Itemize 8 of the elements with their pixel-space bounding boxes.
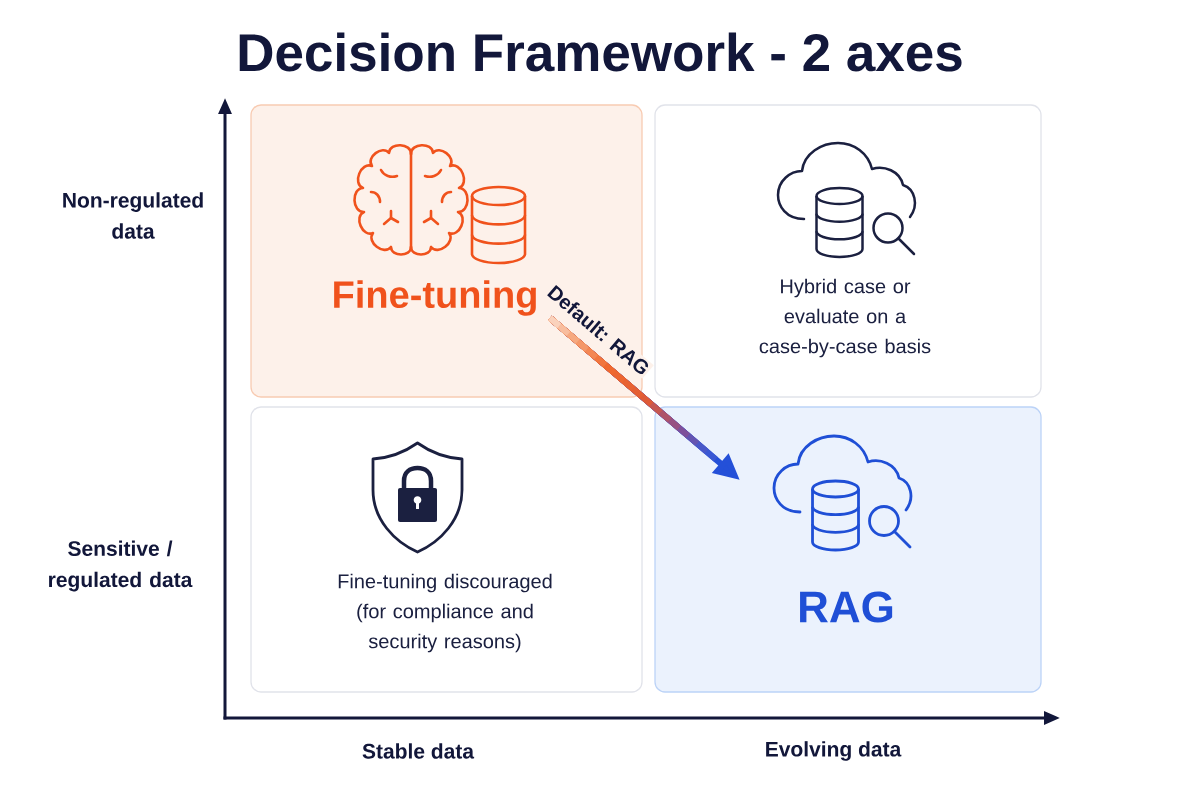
axis-label: Evolving data <box>766 741 902 761</box>
quadrant-box: Fine-tuning discouraged (for compliance and security reasons) <box>250 406 643 693</box>
axis-label: Non-regulated data <box>63 192 203 239</box>
title: Decision Framework - 2 axes <box>239 32 962 72</box>
axis-label: Stable data <box>362 743 475 759</box>
quadrant-box: Hybrid case or evaluate on a case-by-case basis <box>654 104 1042 398</box>
axis-label: Sensitive / regulated data <box>49 540 193 592</box>
quadrant-box: RAG <box>654 406 1042 693</box>
